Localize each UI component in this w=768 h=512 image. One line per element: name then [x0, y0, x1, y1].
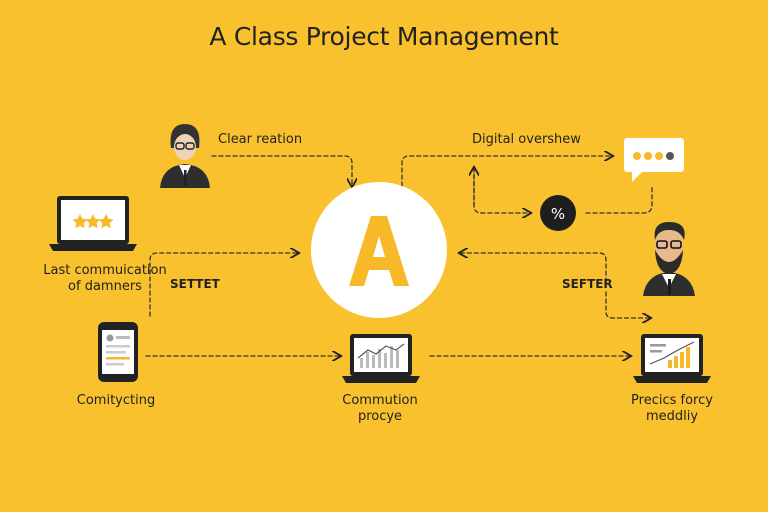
- connector-loop-to-percent: [473, 167, 530, 213]
- center-logo: [311, 182, 447, 318]
- rating-laptop-icon: [49, 196, 137, 251]
- connector-right-to-laptop: [605, 291, 650, 318]
- chat-bubble-icon: [624, 138, 684, 182]
- label-last-communication-line2: of damners: [68, 279, 142, 294]
- percent-symbol: %: [551, 205, 565, 223]
- label-predicts-line2: meddliy: [645, 409, 699, 424]
- label-clear-relation: Clear reation: [218, 132, 303, 147]
- man-avatar: [643, 222, 695, 296]
- label-sefter: SEFTER: [562, 277, 613, 291]
- percent-badge: [540, 195, 576, 231]
- label-last-communication-line1: Last commuication: [43, 263, 167, 278]
- connector-left-to-center: [149, 253, 298, 317]
- forecast-laptop-icon: [633, 334, 711, 383]
- label-digital-overview: Digital overshew: [472, 132, 581, 147]
- label-settet: SETTET: [170, 277, 220, 291]
- label-commution-line1: Commution: [342, 393, 418, 408]
- connector-clear-to-center: [211, 155, 352, 186]
- phone-icon: [98, 322, 138, 382]
- label-commution: Commution procye: [310, 393, 450, 425]
- label-predicts-line1: Precics forcy: [631, 393, 713, 408]
- analytics-laptop-icon: [342, 334, 420, 383]
- connector-percent-loop: [585, 184, 653, 214]
- label-completing: Comitycting: [76, 393, 156, 408]
- label-last-communication: Last commuication of damners: [20, 263, 190, 295]
- page-title: A Class Project Management: [209, 22, 559, 51]
- label-commution-line2: procye: [357, 409, 403, 424]
- woman-avatar: [160, 124, 210, 188]
- label-predicts: Precics forcy meddliy: [592, 393, 752, 425]
- connector-right-to-center: [460, 253, 607, 283]
- connector-center-to-chat: [401, 156, 612, 187]
